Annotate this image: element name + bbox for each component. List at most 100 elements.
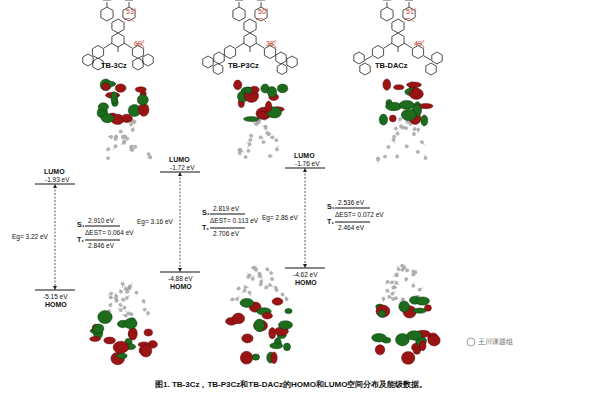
drawing-stroke [387, 291, 389, 293]
orbital-lobe [115, 84, 126, 92]
drawing-stroke [120, 289, 121, 292]
energy-label: S₁ [77, 221, 85, 229]
orbital-lobe [90, 336, 101, 341]
drawing-stroke [281, 294, 283, 295]
orbital-lobe [234, 80, 242, 90]
drawing-stroke [414, 129, 415, 132]
drawing-stroke [239, 2, 240, 7]
energy-label: T₁ [327, 218, 334, 226]
drawing-stroke [236, 43, 244, 48]
orbital-lobe [394, 85, 404, 90]
drawing-stroke [261, 278, 262, 281]
orbital-lobe [111, 92, 118, 104]
atom [238, 148, 241, 151]
drawing-stroke [413, 282, 415, 285]
orbital-lobe [135, 87, 146, 92]
angle-label: 60° [134, 40, 145, 48]
drawing-stroke [104, 43, 112, 48]
drawing-stroke [274, 285, 276, 288]
orbital-lobe [137, 95, 148, 106]
orbital-lobe [242, 334, 253, 343]
energy-label: Eg= 3.16 eV [137, 218, 173, 225]
energy-label: 2.706 eV [213, 230, 239, 237]
drawing-stroke [121, 135, 123, 137]
ring [143, 54, 153, 66]
energy-label: ΔEST= 0.064 eV [85, 229, 134, 236]
orbital-lobe [240, 298, 254, 307]
drawing-stroke [277, 145, 278, 149]
atom [393, 285, 396, 288]
atom [109, 304, 112, 307]
drawing-stroke [264, 287, 266, 289]
energy-label: HOMO [295, 279, 317, 287]
drawing-stroke [269, 137, 272, 138]
atom [260, 280, 263, 283]
drawing-stroke [124, 292, 127, 294]
drawing-stroke [107, 136, 111, 138]
drawing-stroke [124, 285, 125, 289]
atom [143, 308, 146, 311]
atom [412, 133, 415, 136]
orbital-lobe [265, 101, 271, 112]
drawing-stroke [409, 2, 410, 7]
drawing-stroke [392, 280, 395, 282]
drawing-stroke [147, 313, 149, 317]
angle-label: 50° [258, 8, 269, 16]
drawing-stroke [335, 222, 370, 223]
ring [83, 54, 93, 66]
molecule-name: TB-3Cz [101, 62, 127, 70]
drawing-stroke [252, 275, 254, 279]
orbital-lobe [375, 345, 385, 355]
energy-label: 2.536 eV [338, 199, 364, 206]
atom [383, 155, 386, 158]
orbital-lobe [376, 305, 390, 317]
atom [244, 156, 247, 159]
orbital-lobe [389, 115, 396, 122]
orbital-lobe [113, 341, 129, 353]
drawing-stroke [385, 156, 387, 157]
ring [112, 33, 124, 47]
atom [387, 145, 390, 148]
drawing-stroke [270, 285, 273, 287]
ring [412, 46, 423, 59]
energy-label: -1.72 eV [170, 164, 195, 171]
drawing-stroke [266, 131, 267, 133]
ring [244, 19, 256, 33]
atom [394, 127, 397, 130]
drawing-stroke [403, 127, 406, 129]
drawing-stroke [118, 47, 119, 52]
drawing-stroke [35, 184, 75, 185]
drawing-stroke [103, 0, 111, 1]
atom [401, 268, 404, 271]
atom [115, 299, 118, 302]
drawing-stroke [245, 287, 248, 288]
ring [101, 7, 113, 21]
drawing-stroke [424, 155, 426, 158]
drawing-stroke [133, 147, 135, 151]
drawing-stroke [257, 276, 260, 278]
drawing-stroke [120, 305, 122, 307]
drawing-stroke [377, 159, 378, 162]
energy-label: ΔEST= 0.072 eV [335, 211, 384, 218]
atom [119, 290, 122, 293]
drawing-stroke [136, 291, 138, 293]
drawing-stroke [393, 287, 397, 288]
orbital-lobe [244, 117, 259, 122]
drawing-stroke [385, 282, 388, 285]
drawing-stroke [256, 43, 264, 48]
ring [432, 52, 442, 64]
drawing-stroke [250, 293, 251, 296]
ring [92, 46, 103, 59]
orbital-lobe [104, 337, 116, 344]
atom [275, 139, 278, 142]
drawing-stroke [335, 208, 370, 209]
drawing-stroke [398, 47, 399, 52]
atom [275, 148, 278, 151]
drawing-stroke [270, 272, 271, 274]
angle-arc [256, 18, 266, 22]
orbital-lobe [93, 324, 104, 333]
drawing-stroke [147, 156, 150, 157]
atom [281, 293, 284, 296]
ring [392, 33, 404, 47]
drawing-stroke [117, 308, 120, 310]
